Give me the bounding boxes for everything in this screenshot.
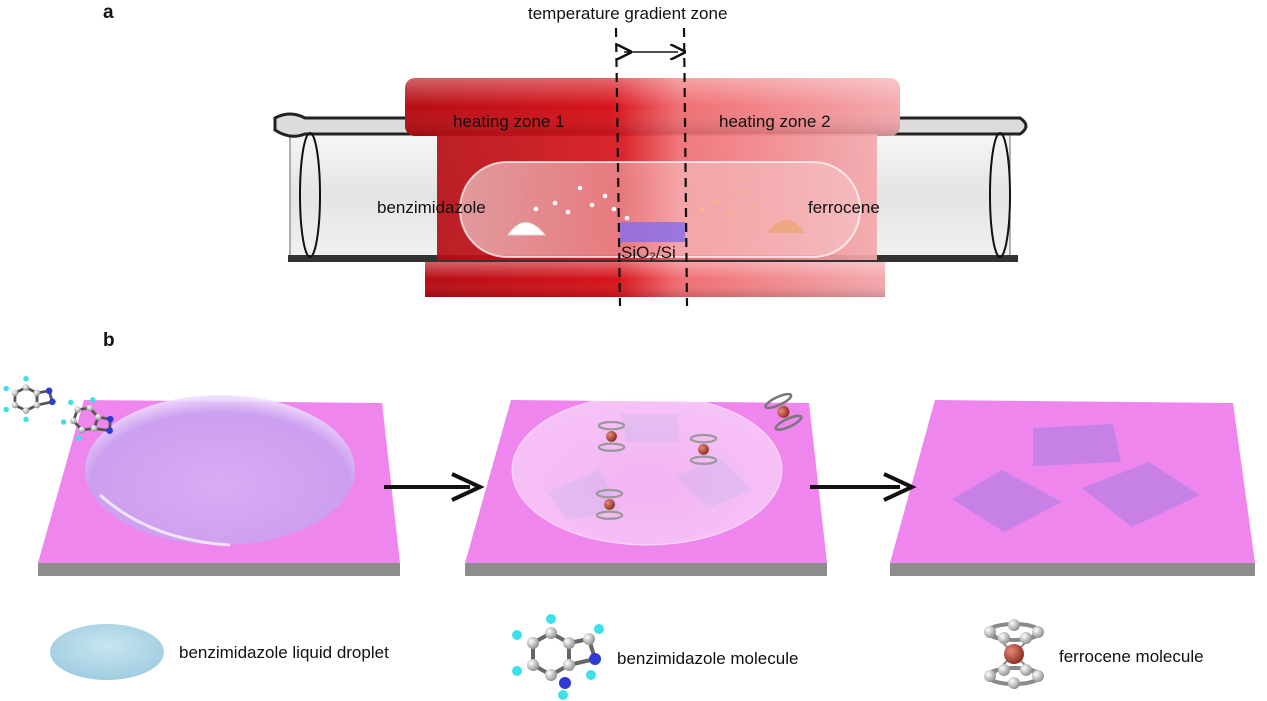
panel-a-letter: a: [103, 2, 114, 23]
temperature-gradient-label: temperature gradient zone: [528, 4, 728, 23]
substrate-stage-3: [890, 400, 1255, 576]
legend-benzimidazole-label: benzimidazole molecule: [617, 649, 799, 668]
panel-b-letter: b: [103, 330, 115, 351]
substrate-stage-2: [465, 394, 827, 576]
droplet-dome-1: [85, 395, 355, 545]
heating-zone-1-label: heating zone 1: [453, 112, 565, 131]
panel-a-artwork: [273, 27, 1028, 307]
flake-3: [1082, 462, 1200, 527]
legend-ferrocene-icon: [984, 619, 1044, 689]
benzimidazole-molecule-icon: [3, 375, 56, 423]
ferrocene-molecule-icon: [764, 392, 803, 431]
benzimidazole-molecule-icon: [60, 397, 114, 441]
flake-2: [952, 470, 1062, 532]
benzimidazole-vapor: [533, 185, 630, 221]
ferrocene-molecule-icon: [597, 420, 626, 452]
gradient-boundary-left: [614, 27, 622, 307]
heating-zone-2-label: heating zone 2: [719, 112, 831, 131]
flake-1: [1033, 424, 1121, 466]
ferrocene-molecule-icon: [689, 433, 718, 465]
legend-droplet-label: benzimidazole liquid droplet: [179, 643, 389, 662]
benzimidazole-source-label: benzimidazole: [377, 198, 486, 217]
ferrocene-source: [767, 220, 805, 233]
ferrocene-source-label: ferrocene: [808, 198, 880, 217]
substrate-label: SiO₂/Si: [621, 243, 676, 262]
legend-droplet-icon: [50, 624, 164, 680]
droplet-dome-2: [511, 394, 783, 546]
process-arrow-1: [384, 472, 485, 502]
inner-tube: [459, 161, 861, 258]
gradient-boundary-right: [682, 27, 689, 307]
substrate-stage-1: [38, 395, 400, 576]
ferrocene-vapor: [699, 189, 755, 217]
legend-ferrocene-label: ferrocene molecule: [1059, 647, 1204, 666]
substrate-in-tube: [620, 222, 685, 242]
ferrocene-molecule-icon: [595, 488, 624, 520]
benzimidazole-source: [507, 222, 547, 236]
process-arrow-2: [810, 472, 917, 502]
legend-benzimidazole-icon: [512, 614, 604, 700]
